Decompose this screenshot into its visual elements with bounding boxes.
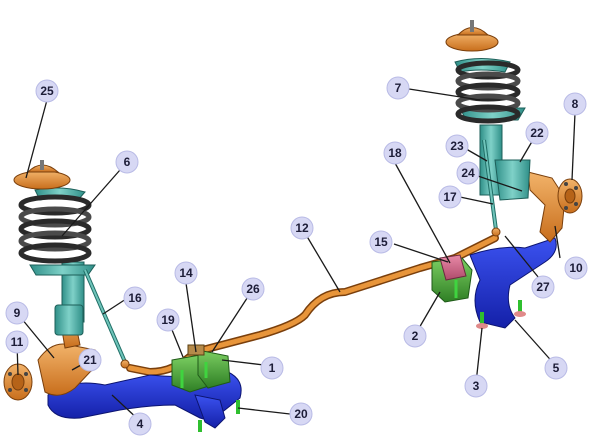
callout-24: 24 <box>456 161 480 185</box>
callout-10: 10 <box>564 256 588 280</box>
svg-text:20: 20 <box>294 407 308 421</box>
callout-16: 16 <box>123 286 147 310</box>
callout-21: 21 <box>78 348 102 372</box>
right-wheel-hub <box>557 178 583 214</box>
left-arm-bolts <box>198 400 240 432</box>
callout-4: 4 <box>128 412 152 436</box>
callout-18: 18 <box>383 141 407 165</box>
right-steering-knuckle <box>527 171 566 243</box>
svg-text:24: 24 <box>461 166 475 180</box>
callout-15: 15 <box>369 230 393 254</box>
callout-11: 11 <box>5 330 29 354</box>
svg-text:16: 16 <box>128 291 142 305</box>
svg-text:25: 25 <box>40 84 54 98</box>
callout-9: 9 <box>5 301 29 325</box>
svg-text:5: 5 <box>553 361 560 375</box>
svg-text:21: 21 <box>83 353 97 367</box>
svg-text:10: 10 <box>569 261 583 275</box>
callout-3: 3 <box>464 374 488 398</box>
svg-text:15: 15 <box>374 235 388 249</box>
callout-2: 2 <box>403 324 427 348</box>
right-stabilizer-bushing-bracket <box>431 254 473 303</box>
svg-text:3: 3 <box>473 379 480 393</box>
svg-text:7: 7 <box>395 81 402 95</box>
right-lower-control-arm <box>469 237 557 329</box>
right-arm-bolts <box>476 300 526 329</box>
right-strut-top-mount <box>445 20 499 52</box>
svg-text:12: 12 <box>295 221 309 235</box>
callout-20: 20 <box>289 402 313 426</box>
svg-text:1: 1 <box>269 361 276 375</box>
svg-text:4: 4 <box>137 417 144 431</box>
svg-text:19: 19 <box>161 313 175 327</box>
callout-25: 25 <box>35 79 59 103</box>
right-stabilizer-link <box>482 139 501 237</box>
leader-lines <box>16 88 576 422</box>
left-coil-spring <box>18 194 92 264</box>
left-stabilizer-link <box>83 269 130 369</box>
callout-27: 27 <box>531 275 555 299</box>
svg-text:23: 23 <box>450 139 464 153</box>
svg-text:26: 26 <box>246 282 260 296</box>
callout-19: 19 <box>156 308 180 332</box>
svg-text:11: 11 <box>11 335 24 349</box>
callout-5: 5 <box>544 356 568 380</box>
svg-text:8: 8 <box>572 97 579 111</box>
svg-text:14: 14 <box>179 266 193 280</box>
callout-23: 23 <box>445 134 469 158</box>
callout-22: 22 <box>525 121 549 145</box>
callout-8: 8 <box>563 92 587 116</box>
callout-7: 7 <box>386 76 410 100</box>
left-strut-top-mount <box>13 160 71 190</box>
callout-6: 6 <box>115 150 139 174</box>
svg-text:22: 22 <box>530 126 544 140</box>
svg-text:27: 27 <box>536 280 550 294</box>
svg-text:17: 17 <box>443 190 457 204</box>
right-coil-spring <box>455 60 521 124</box>
callout-14: 14 <box>174 261 198 285</box>
svg-text:9: 9 <box>14 306 21 320</box>
callout-1: 1 <box>260 356 284 380</box>
callout-12: 12 <box>290 216 314 240</box>
callout-17: 17 <box>438 185 462 209</box>
callout-26: 26 <box>241 277 265 301</box>
svg-text:2: 2 <box>412 329 419 343</box>
svg-text:6: 6 <box>124 155 131 169</box>
svg-text:18: 18 <box>388 146 402 160</box>
